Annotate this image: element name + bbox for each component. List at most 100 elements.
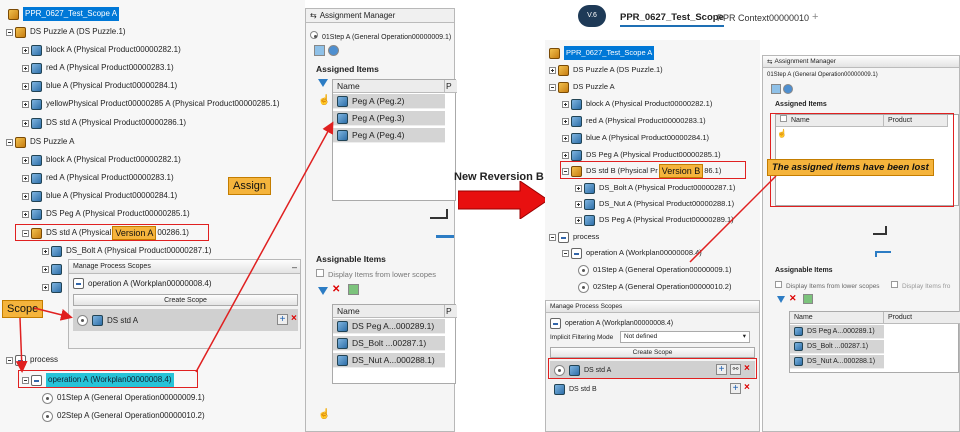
- delete-scope-icon[interactable]: ×: [744, 382, 750, 393]
- app-badge-icon[interactable]: V.6: [578, 5, 606, 27]
- pointer-icon[interactable]: ☝: [318, 409, 331, 420]
- right-tree-item[interactable]: DS Puzzle A: [549, 80, 615, 94]
- expand-icon[interactable]: [42, 247, 49, 255]
- right-tree-root[interactable]: PPR_0627_Test_Scope A: [549, 46, 655, 60]
- filter-icon[interactable]: [318, 287, 328, 295]
- checkbox[interactable]: [780, 115, 787, 122]
- expand-icon[interactable]: [22, 192, 29, 200]
- filter-mode-select[interactable]: Not defined▾: [620, 331, 750, 343]
- assignable-row[interactable]: DS_Nut A...000288.1): [333, 353, 445, 368]
- collapse-icon[interactable]: [6, 28, 13, 36]
- left-tree-item-partial[interactable]: [42, 280, 66, 294]
- pointer-icon[interactable]: ☝: [318, 95, 331, 106]
- expand-icon[interactable]: [22, 82, 29, 90]
- left-tree-item[interactable]: red A (Physical Product00000283.1): [22, 61, 174, 75]
- right-tree-step[interactable]: 01Step A (General Operation00000009.1): [578, 263, 731, 277]
- globe-icon[interactable]: [328, 45, 339, 56]
- left-tree-item[interactable]: block A (Physical Product00000282.1): [22, 43, 181, 57]
- remove-filter-icon[interactable]: ✕: [332, 284, 341, 295]
- right-tree-item[interactable]: DS Peg A (Physical Product00000285.1): [562, 148, 721, 162]
- assignable-row[interactable]: DS Peg A...000289.1): [790, 325, 884, 339]
- product-filter-icon[interactable]: [803, 294, 813, 304]
- view-icon[interactable]: [314, 45, 325, 56]
- expand-icon[interactable]: [22, 156, 29, 164]
- assignable-row[interactable]: DS_Bolt ...00287.1): [333, 336, 445, 351]
- expand-icon[interactable]: [42, 265, 49, 273]
- pointer-icon[interactable]: ☝: [777, 129, 787, 138]
- expand-icon[interactable]: [549, 66, 556, 74]
- view-icon[interactable]: [771, 84, 781, 94]
- right-tree-step[interactable]: 02Step A (General Operation00000010.2): [578, 280, 731, 294]
- right-tree-item[interactable]: DS Puzzle A (DS Puzzle.1): [549, 63, 663, 77]
- expand-icon[interactable]: [575, 184, 582, 192]
- expand-icon[interactable]: [22, 174, 29, 182]
- lower-scopes-checkbox[interactable]: Display Items from lower scopes: [775, 281, 880, 290]
- remove-filter-icon[interactable]: ✕: [789, 293, 797, 303]
- left-tree-item[interactable]: DS_Bolt A (Physical Product00000287.1): [42, 244, 211, 258]
- create-scope-button[interactable]: Create Scope: [73, 294, 298, 306]
- left-tree-item[interactable]: blue A (Physical Product00000284.1): [22, 79, 177, 93]
- checkbox[interactable]: [891, 281, 898, 288]
- move-up-icon[interactable]: [875, 251, 891, 257]
- filter-icon[interactable]: [318, 79, 328, 87]
- collapse-icon[interactable]: [6, 356, 13, 364]
- assignable-row[interactable]: DS Peg A...000289.1): [333, 319, 445, 334]
- expand-icon[interactable]: [22, 100, 29, 108]
- lower-scopes-checkbox-2[interactable]: Display Items fro: [891, 281, 950, 290]
- expand-icon[interactable]: [22, 210, 29, 218]
- scope-row-ds-std-b[interactable]: DS std B: [550, 381, 755, 397]
- left-tree-root[interactable]: PPR_0627_Test_Scope A: [8, 7, 120, 21]
- expand-icon[interactable]: [575, 200, 582, 208]
- right-tree-item[interactable]: blue A (Physical Product00000284.1): [562, 131, 709, 145]
- left-tree-step[interactable]: 02Step A (General Operation00000010.2): [42, 409, 205, 423]
- right-tree-item[interactable]: DS Peg A (Physical Product00000289.1): [575, 213, 734, 227]
- assignable-row[interactable]: DS_Bolt ...00287.1): [790, 340, 884, 354]
- move-up-icon[interactable]: [436, 235, 454, 238]
- scopes-close-icon[interactable]: –: [291, 262, 297, 272]
- left-tree-item[interactable]: DS Puzzle A (DS Puzzle.1): [6, 25, 126, 39]
- checkbox[interactable]: [775, 281, 782, 288]
- right-tree-item[interactable]: DS_Nut A (Physical Product00000288.1): [575, 197, 734, 211]
- add-scope-item-icon[interactable]: +: [730, 383, 741, 394]
- right-tree-item[interactable]: block A (Physical Product00000282.1): [562, 97, 712, 111]
- collapse-icon[interactable]: [549, 233, 556, 241]
- expand-icon[interactable]: [22, 64, 29, 72]
- left-tree-operation[interactable]: operation A (Workplan00000008.4): [22, 373, 174, 387]
- expand-icon[interactable]: [22, 119, 29, 127]
- left-tree-item[interactable]: DS Peg A (Physical Product00000285.1): [22, 207, 190, 221]
- left-tree-step[interactable]: 01Step A (General Operation00000009.1): [42, 391, 205, 405]
- right-tree-item[interactable]: red A (Physical Product00000283.1): [562, 114, 706, 128]
- create-scope-button[interactable]: Create Scope: [550, 347, 755, 358]
- lower-scopes-checkbox[interactable]: Display Items from lower scopes: [316, 269, 436, 279]
- globe-icon[interactable]: [783, 84, 793, 94]
- link-icon[interactable]: ⚯: [730, 364, 741, 375]
- collapse-icon[interactable]: [562, 249, 569, 257]
- add-scope-item-icon[interactable]: +: [277, 314, 288, 325]
- product-filter-icon[interactable]: [348, 284, 359, 295]
- left-tree-item[interactable]: block A (Physical Product00000282.1): [22, 153, 181, 167]
- left-tree-item[interactable]: DS Puzzle A: [6, 135, 74, 149]
- left-tree-item-partial[interactable]: [42, 262, 66, 276]
- expand-icon[interactable]: [562, 117, 569, 125]
- delete-scope-icon[interactable]: ×: [291, 313, 297, 324]
- collapse-icon[interactable]: [549, 83, 556, 91]
- checkbox[interactable]: [316, 269, 324, 277]
- scope-row-ds-std-a[interactable]: DS std A: [73, 309, 298, 331]
- collapse-icon[interactable]: [6, 138, 13, 146]
- left-tree-item[interactable]: blue A (Physical Product00000284.1): [22, 189, 177, 203]
- expand-icon[interactable]: [562, 100, 569, 108]
- move-down-icon[interactable]: [873, 226, 887, 235]
- right-tree-item[interactable]: DS_Bolt A (Physical Product00000287.1): [575, 181, 735, 195]
- left-tree-item[interactable]: yellowPhysical Product00000285 A (Physic…: [22, 97, 279, 111]
- expand-icon[interactable]: [42, 283, 49, 291]
- collapse-icon[interactable]: [562, 167, 569, 175]
- assigned-row[interactable]: Peg A (Peg.3): [333, 111, 445, 126]
- expand-icon[interactable]: [562, 134, 569, 142]
- assignable-row[interactable]: DS_Nut A...000288.1): [790, 355, 884, 369]
- assigned-row[interactable]: Peg A (Peg.4): [333, 128, 445, 143]
- right-tree-operation[interactable]: operation A (Workplan00000008.4): [562, 246, 702, 260]
- left-tree-item[interactable]: red A (Physical Product00000283.1): [22, 171, 174, 185]
- expand-icon[interactable]: [22, 46, 29, 54]
